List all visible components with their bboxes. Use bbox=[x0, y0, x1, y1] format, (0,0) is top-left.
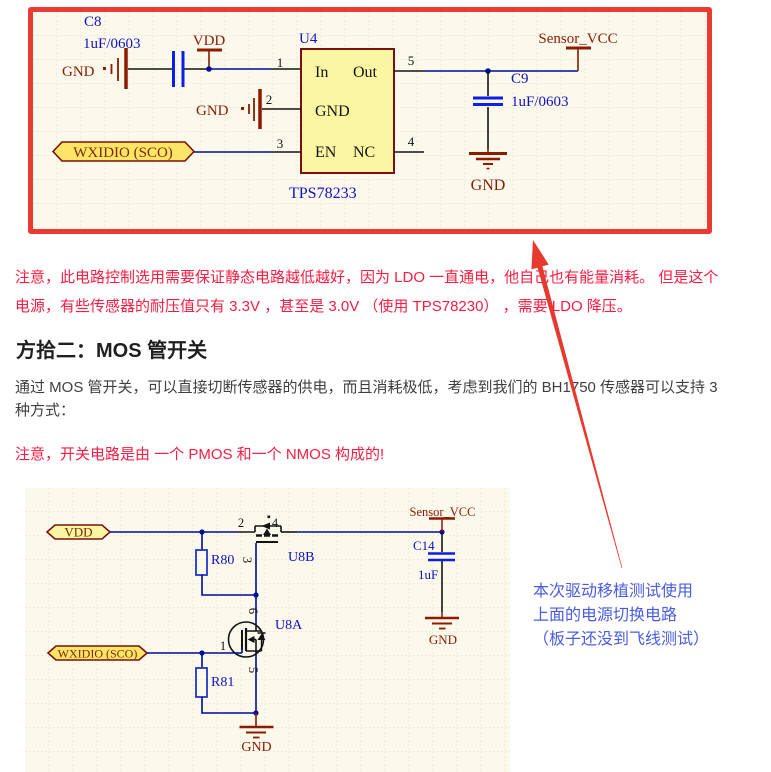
pin3-number: 3 bbox=[277, 136, 284, 151]
sensor-vcc-power-symbol: Sensor_VCC bbox=[538, 31, 618, 71]
mos-schematic-canvas: VDD 2 4 U8B 3 R80 6 U8A 1 5 bbox=[25, 488, 510, 772]
ldo-note-line2: 电源，有些传感器的耐压值只有 3.3V ，甚至是 3.0V （使用 TPS782… bbox=[15, 298, 632, 315]
vdd-port-label: VDD bbox=[64, 525, 92, 540]
mos-paragraph-line1: 通过 MOS 管开关，可以直接切断传感器的供电，而且消耗极低，考虑到我们的 BH… bbox=[15, 379, 718, 396]
pin1-number: 1 bbox=[277, 55, 284, 70]
sensor-vcc-label: Sensor_VCC bbox=[410, 505, 476, 519]
wxidio-port-label: WXIDIO (SCO) bbox=[73, 145, 173, 161]
wxidio-port: WXIDIO (SCO) bbox=[46, 645, 149, 661]
mos-schematic-image: VDD 2 4 U8B 3 R80 6 U8A 1 5 bbox=[25, 488, 510, 772]
u8b-pin3-number: 3 bbox=[240, 557, 254, 563]
gnd-symbol-nmos: GND bbox=[239, 713, 274, 755]
annotation-line3: （板子还没到飞线测试） bbox=[533, 631, 710, 648]
vdd-power-symbol: VDD bbox=[193, 33, 226, 69]
vdd-label: VDD bbox=[193, 33, 226, 49]
vdd-port: VDD bbox=[45, 524, 112, 540]
u8a-pin5-number: 5 bbox=[246, 667, 260, 673]
u4-chip: U4 In Out GND EN NC TPS78233 bbox=[289, 31, 395, 202]
u8b-pmos-transistor bbox=[254, 515, 282, 543]
pin-in-label: In bbox=[315, 64, 328, 81]
sensor-vcc-power-symbol: Sensor_VCC bbox=[410, 505, 476, 532]
gnd-right-label: GND bbox=[471, 177, 506, 194]
gnd-mid-label: GND bbox=[196, 103, 229, 119]
u8a-ref-label: U8A bbox=[275, 618, 303, 633]
pin-gnd-label: GND bbox=[315, 103, 350, 120]
mos-paragraph-line2: 种方式： bbox=[15, 402, 76, 419]
u8b-pin4-number: 4 bbox=[272, 516, 279, 530]
junction-dot bbox=[206, 66, 212, 72]
c8-ref-label: C8 bbox=[84, 14, 102, 30]
u8b-ref-label: U8B bbox=[288, 550, 314, 565]
wxidio-port-label: WXIDIO (SCO) bbox=[58, 647, 138, 661]
u8a-nmos-transistor bbox=[227, 621, 266, 658]
ldo-note-line1: 注意，此电路控制选用需要保证静态电路越低越好，因为 LDO 一直通电，他自己也有… bbox=[15, 269, 719, 286]
c9-capacitor: C9 1uF/0603 bbox=[473, 71, 569, 110]
pin4-number: 4 bbox=[408, 134, 415, 149]
u4-ref-label: U4 bbox=[299, 31, 318, 47]
sensor-vcc-label: Sensor_VCC bbox=[538, 31, 617, 47]
pin2-number: 2 bbox=[266, 92, 273, 107]
pin-en-label: EN bbox=[315, 144, 337, 161]
r80-resistor: R80 bbox=[195, 532, 256, 596]
gnd-symbol-c14: GND bbox=[425, 612, 459, 647]
r80-label: R80 bbox=[211, 553, 234, 568]
c9-value-label: 1uF/0603 bbox=[511, 94, 569, 110]
mos-paragraph: 通过 MOS 管开关，可以直接切断传感器的供电，而且消耗极低，考虑到我们的 BH… bbox=[15, 376, 718, 422]
r81-label: R81 bbox=[211, 675, 234, 690]
c8-capacitor: C8 1uF/0603 bbox=[83, 14, 185, 87]
u8a-pin1-number: 1 bbox=[220, 639, 226, 653]
ldo-schematic-image: GND C8 1uF/0603 VDD 1 U4 In Out GND EN N… bbox=[28, 7, 712, 234]
gnd-c14-label: GND bbox=[429, 632, 457, 647]
annotation-line2: 上面的电源切换电路 bbox=[533, 607, 678, 624]
gnd-symbol-right: GND bbox=[469, 149, 507, 194]
gnd-symbol-mid: GND bbox=[196, 89, 262, 129]
wxidio-port: WXIDIO (SCO) bbox=[51, 141, 196, 162]
c8-value-label: 1uF/0603 bbox=[83, 36, 141, 52]
ldo-schematic-canvas: GND C8 1uF/0603 VDD 1 U4 In Out GND EN N… bbox=[33, 12, 707, 229]
u8a-pin6-number: 6 bbox=[246, 608, 260, 614]
gnd-symbol-left: GND bbox=[62, 48, 128, 89]
ldo-note-paragraph: 注意，此电路控制选用需要保证静态电路越低越好，因为 LDO 一直通电，他自己也有… bbox=[15, 263, 718, 321]
u4-part-label: TPS78233 bbox=[289, 185, 357, 202]
mos-note: 注意，开关电路是由 一个 PMOS 和一个 NMOS 构成的! bbox=[15, 446, 385, 463]
c14-ref-label: C14 bbox=[413, 538, 435, 553]
section-heading: 方拾二：MOS 管开关 bbox=[16, 340, 208, 362]
annotation-line1: 本次驱动移植测试使用 bbox=[533, 583, 694, 600]
pmos-arrow bbox=[261, 522, 270, 530]
c14-capacitor: C14 1uF bbox=[413, 532, 455, 612]
gnd-left-label: GND bbox=[62, 64, 95, 80]
pin5-number: 5 bbox=[408, 53, 415, 68]
pin-out-label: Out bbox=[353, 64, 378, 81]
r81-resistor: R81 bbox=[195, 653, 256, 714]
pin-nc-label: NC bbox=[353, 144, 375, 161]
c14-value-label: 1uF bbox=[418, 567, 438, 582]
u8b-pin2-number: 2 bbox=[238, 516, 244, 530]
c9-ref-label: C9 bbox=[511, 71, 529, 87]
annotation-note: 本次驱动移植测试使用 上面的电源切换电路 （板子还没到飞线测试） bbox=[533, 580, 709, 652]
nmos-arrow bbox=[247, 636, 255, 643]
gnd-nmos-label: GND bbox=[241, 740, 271, 755]
body-diode bbox=[257, 633, 266, 640]
